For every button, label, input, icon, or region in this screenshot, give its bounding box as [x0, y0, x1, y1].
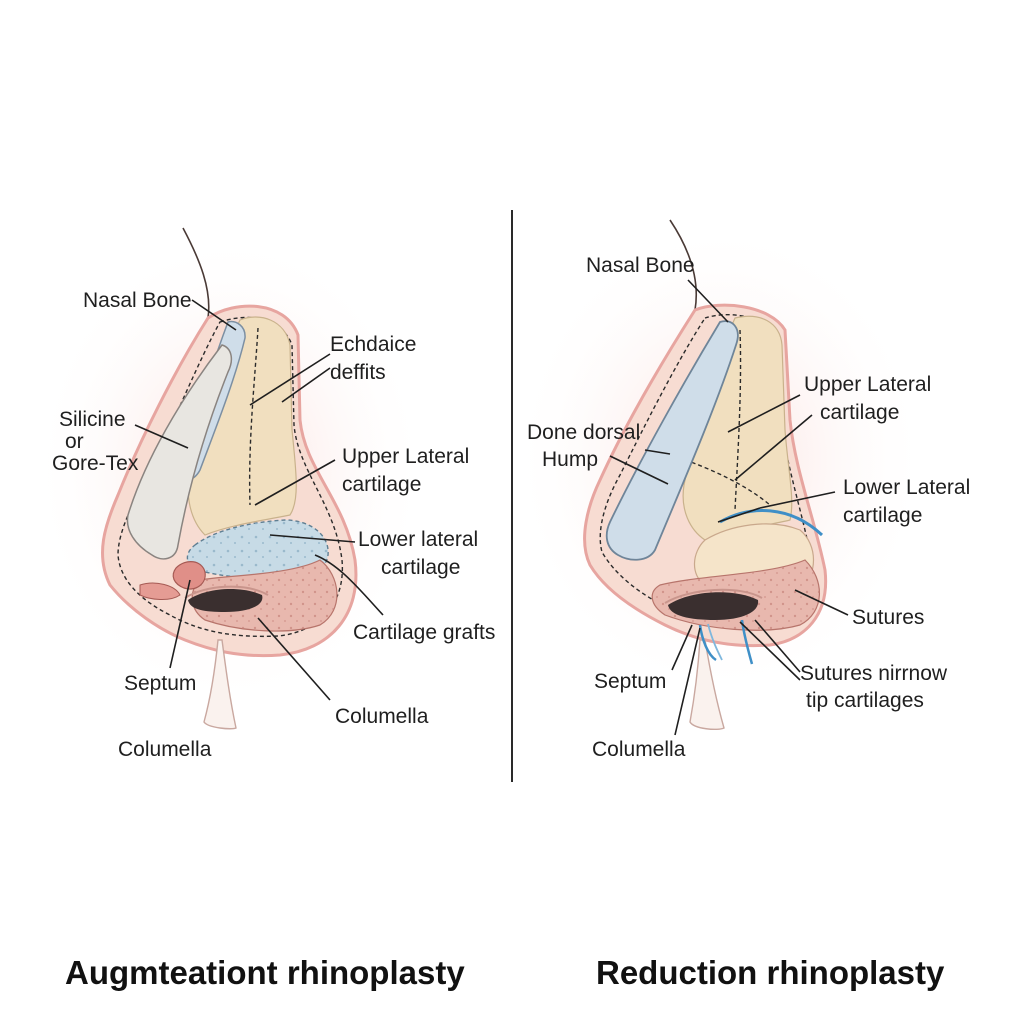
left-nostril [188, 588, 263, 612]
left-label-nasal-bone: Nasal Bone [83, 289, 192, 312]
left-label-lower-lateral-1: Lower lateral [358, 528, 478, 551]
right-suture-thread-2 [707, 623, 723, 661]
left-label-lower-lateral-2: cartilage [381, 556, 460, 579]
left-leader-echdaice-a [249, 353, 331, 406]
left-cartilage-graft-base [139, 582, 181, 600]
left-label-cartilage-grafts: Cartilage grafts [353, 621, 495, 644]
left-leader-columella-inner [257, 617, 331, 701]
right-label-upper-lateral-2: cartilage [820, 401, 899, 424]
right-label-dorsal-hump-1: Done dorsal [527, 421, 640, 444]
right-nasal-bone [605, 320, 739, 561]
left-label-echdaice-1: Echdaice [330, 333, 416, 356]
right-panel-title: Reduction rhinoplasty [596, 954, 945, 991]
right-label-columella: Columella [592, 738, 686, 761]
right-leader-upper-lateral-a [727, 394, 801, 433]
right-label-sutures-narrow-1: Sutures nirrnow [800, 662, 948, 685]
right-leader-sutures-narrow-b [754, 619, 801, 673]
left-label-silicone-3: Gore-Tex [52, 452, 139, 475]
right-leader-upper-lateral-b [734, 414, 813, 481]
right-forehead-line [669, 219, 698, 311]
left-leader-upper-lateral [254, 459, 336, 506]
left-cartilage-graft-tip [172, 561, 206, 590]
left-label-echdaice-2: deffits [330, 361, 386, 384]
left-leader-silicone [134, 424, 189, 449]
left-silicone-implant [126, 344, 233, 560]
right-leader-dorsal-hump-b [609, 455, 669, 485]
right-label-nasal-bone: Nasal Bone [586, 254, 695, 277]
right-leader-columella [674, 627, 701, 736]
right-leader-septum [671, 624, 693, 671]
right-label-dorsal-hump-2: Hump [542, 448, 598, 471]
left-upper-cartilage-dash [248, 327, 259, 506]
left-label-septum: Septum [124, 672, 196, 695]
right-leader-nasal-bone [687, 279, 729, 323]
left-leader-septum [169, 579, 191, 669]
left-columella-shape [203, 639, 237, 730]
left-inner-contour [117, 316, 344, 638]
right-leader-sutures-narrow-a [739, 621, 801, 681]
right-label-sutures-narrow-2: tip cartilages [806, 689, 924, 712]
left-forehead-line [182, 227, 210, 319]
left-alar-tissue-dots [192, 560, 337, 632]
left-label-upper-lateral-2: cartilage [342, 473, 421, 496]
left-lower-cartilage-dots [187, 520, 329, 581]
right-nostril [668, 592, 759, 620]
left-leader-cartilage-grafts [314, 554, 384, 616]
right-leader-sutures [794, 589, 849, 616]
right-upper-cartilage-dash [734, 329, 742, 511]
right-nostril-rim [664, 588, 763, 604]
right-label-upper-lateral-1: Upper Lateral [804, 373, 931, 396]
right-leader-lower-lateral [759, 491, 836, 509]
right-label-lower-lateral-1: Lower Lateral [843, 476, 970, 499]
left-label-upper-lateral-1: Upper Lateral [342, 445, 469, 468]
left-label-columella-inner: Columella [335, 705, 429, 728]
left-label-silicone-2: or [65, 430, 84, 453]
left-nostril-rim [184, 585, 269, 599]
right-leader-dorsal-hump-a [644, 449, 671, 455]
right-label-septum: Septum [594, 670, 666, 693]
left-label-columella-outer: Columella [118, 738, 212, 761]
left-leader-echdaice-b [281, 367, 331, 403]
left-leader-lower-lateral [269, 534, 356, 543]
right-label-lower-lateral-2: cartilage [843, 504, 922, 527]
left-panel: Nasal Bone Echdaice deffits Silicine or … [30, 227, 495, 991]
left-label-silicone-1: Silicine [59, 408, 126, 431]
right-leader-lower-lateral-b [717, 507, 761, 523]
right-label-sutures: Sutures [852, 606, 924, 629]
left-leader-nasal-bone [191, 299, 237, 331]
left-panel-title: Augmteationt rhinoplasty [65, 954, 465, 991]
right-panel: Nasal Bone Upper Lateral cartilage Done … [510, 219, 970, 991]
right-columella-shape [689, 639, 725, 731]
